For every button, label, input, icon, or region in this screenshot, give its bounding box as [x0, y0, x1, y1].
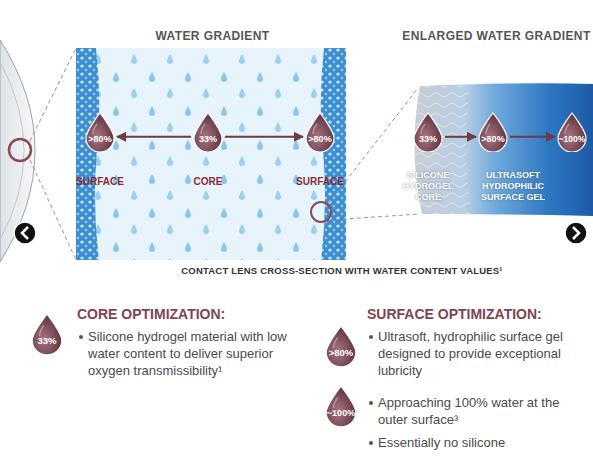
water-drop: 33%SILICONE HYDROGEL CORE	[412, 112, 444, 152]
surface-layer	[76, 48, 99, 260]
section-heading: CORE OPTIMIZATION:	[77, 306, 297, 322]
drop-shape	[324, 325, 358, 367]
drop-shape	[477, 112, 509, 152]
zoom-circle	[9, 139, 31, 161]
water-value: ~100%	[318, 407, 364, 419]
layer-label: SURFACE	[290, 176, 350, 188]
water-drop: ~100%	[556, 112, 588, 152]
water-value: 33%	[186, 133, 230, 145]
bullet-text: Ultrasoft, hydrophilic surface gel desig…	[378, 328, 574, 379]
enlarged-section	[414, 83, 593, 216]
water-value: >80%	[318, 347, 364, 359]
drop-shape	[30, 313, 64, 355]
panel-title: ENLARGED WATER GRADIENT	[400, 29, 593, 43]
drop-highlight	[313, 124, 317, 134]
water-drop: 33%CORE	[192, 112, 224, 152]
bullet-dot	[79, 335, 83, 339]
bullet-dot	[369, 335, 373, 339]
layer-label: SURFACE	[70, 176, 130, 188]
section-heading: SURFACE OPTIMIZATION:	[367, 306, 587, 322]
surface-layer	[321, 48, 346, 260]
water-drop: >80%ULTRASOFT HYDROPHILIC SURFACE GEL	[477, 112, 509, 152]
bullet-dot	[369, 401, 373, 405]
drop-outline	[32, 314, 62, 355]
drop-outline	[194, 113, 222, 152]
drop-highlight	[201, 124, 205, 134]
panel-title: WATER GRADIENT	[150, 29, 275, 43]
water-value: >80%	[78, 133, 122, 145]
water-value: 33%	[24, 335, 70, 347]
layer-label: SILICONE HYDROGEL CORE	[396, 170, 460, 203]
nav-button	[14, 222, 36, 244]
drop-highlight	[334, 398, 338, 409]
bullet-text: Essentially no silicone	[378, 434, 578, 451]
bullet-text: Approaching 100% water at the outer surf…	[378, 394, 578, 428]
water-value: >80%	[471, 133, 515, 145]
gradient-arrow	[510, 136, 555, 138]
leader-line	[329, 214, 420, 220]
drop-outline	[326, 386, 356, 427]
zoom-circle	[311, 202, 331, 222]
drop-shape	[304, 112, 336, 152]
gradient-arrow	[117, 136, 191, 138]
drop-highlight	[421, 124, 425, 134]
nav-chevron	[22, 227, 28, 239]
drop-highlight	[334, 338, 338, 349]
drop-shape	[412, 112, 444, 152]
drop-outline	[414, 113, 442, 152]
lens-edge	[0, 40, 35, 262]
drop-shape	[192, 112, 224, 152]
water-value: 33%	[406, 133, 450, 145]
drop-highlight	[565, 124, 569, 134]
water-drop: >80%	[324, 325, 358, 367]
bullet-dot	[369, 441, 373, 445]
drop-shape	[84, 112, 116, 152]
gradient-arrow	[225, 136, 303, 138]
drop-shape	[324, 385, 358, 427]
drop-outline	[326, 326, 356, 367]
nav-button	[565, 222, 587, 244]
water-drop: ~100%	[324, 385, 358, 427]
drop-outline	[558, 113, 586, 152]
water-drop: >80%SURFACE	[304, 112, 336, 152]
gradient-arrow	[445, 136, 476, 138]
caption: CONTACT LENS CROSS-SECTION WITH WATER CO…	[142, 265, 542, 276]
lens-inner	[0, 62, 24, 240]
leader-line	[30, 160, 76, 260]
drop-highlight	[486, 124, 490, 134]
layer-label: CORE	[178, 176, 238, 188]
leader-line	[30, 48, 76, 141]
drop-highlight	[40, 326, 44, 337]
water-value: >80%	[298, 133, 342, 145]
water-drop: 33%	[30, 313, 64, 355]
water-drops	[76, 48, 346, 260]
drop-highlight	[93, 124, 97, 134]
lens-section	[76, 48, 346, 260]
water-drop: >80%SURFACE	[84, 112, 116, 152]
bullet-text: Silicone hydrogel material with low wate…	[88, 328, 310, 379]
nav-chevron	[573, 227, 579, 239]
drop-outline	[306, 113, 334, 152]
drop-shape	[556, 112, 588, 152]
drop-outline	[86, 113, 114, 152]
drop-outline	[479, 113, 507, 152]
layer-label: ULTRASOFT HYDROPHILIC SURFACE GEL	[473, 170, 553, 203]
water-value: ~100%	[550, 133, 593, 145]
